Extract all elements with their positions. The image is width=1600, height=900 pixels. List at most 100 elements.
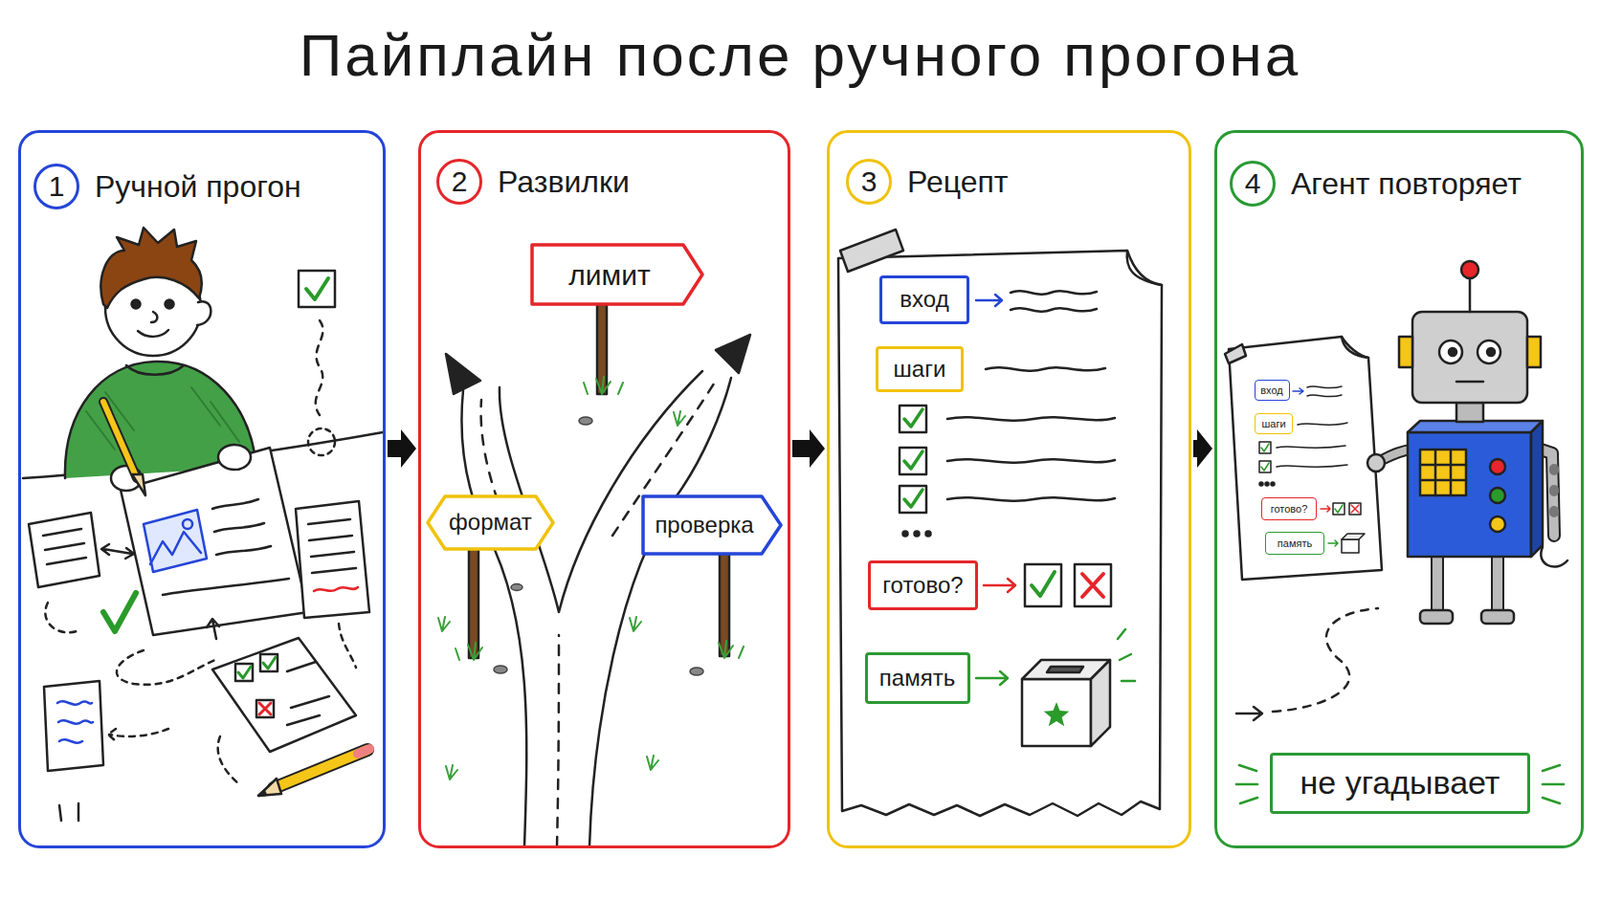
recipe-sheet [838, 229, 1162, 817]
manual-run-scene-part [137, 330, 169, 337]
agent-scene-part [1228, 336, 1382, 580]
manual-run-scene-part [338, 623, 356, 668]
recipe-sheet-part [1046, 666, 1084, 673]
recipe-sheet-part [899, 447, 927, 475]
manual-run-scene-part [197, 301, 211, 326]
agent-scene-part-part [1341, 533, 1365, 540]
agent-scene-part-part [1261, 444, 1269, 452]
recipe-sheet-part [1074, 564, 1112, 607]
manual-run-scene-part [258, 791, 267, 797]
agent-scene-part [1259, 386, 1365, 554]
manual-run-scene-part [218, 444, 251, 470]
recipe-sheet-part [926, 532, 932, 537]
recipe-sheet-part [1044, 702, 1070, 727]
fork-road-scene-part [718, 641, 744, 659]
flow-arrow [387, 429, 417, 468]
step-panel: Рецепт3входшагиготово?память [826, 130, 1192, 849]
label-text: память [879, 666, 956, 691]
recipe-sheet-part [976, 294, 1002, 307]
fork-road-scene-part [461, 390, 527, 847]
agent-scene-part-part [1259, 461, 1271, 473]
manual-run-scene-part [287, 662, 330, 726]
manual-run-scene-part [151, 311, 157, 323]
agent-scene-part [1489, 459, 1506, 475]
agent-scene-part-part [1307, 386, 1342, 398]
signpost: лимит [530, 243, 705, 307]
label-text: лимит [568, 259, 650, 291]
manual-run-scene-part [132, 474, 146, 496]
fork-road-scene-part [719, 553, 730, 657]
manual-run-scene-part [218, 736, 240, 785]
agent-scene-part-part [1259, 442, 1271, 454]
step-heading: Ручной прогон [94, 167, 302, 206]
manual-run-scene-part [298, 270, 335, 308]
agent-scene-part [1266, 483, 1269, 487]
fork-road-scene-part [445, 354, 481, 395]
manual-run-scene-part [126, 365, 184, 376]
label-text: проверка [654, 512, 754, 538]
diagram-title: Пайплайн после ручного прогона [0, 15, 1600, 96]
agent-scene-part-part [1297, 422, 1348, 425]
step-number: 1 [33, 163, 80, 210]
manual-run-scene-part [238, 666, 251, 679]
step-number-text: 2 [451, 167, 468, 197]
manual-run-scene-part [100, 227, 201, 309]
mini-recipe-tag: память [1265, 532, 1325, 556]
signpost: формат [425, 494, 556, 552]
mini-recipe-tag: готово? [1261, 497, 1317, 521]
agent-scene-part [1477, 340, 1501, 364]
agent-scene-part [1420, 449, 1467, 496]
manual-run-scene-part [258, 778, 282, 797]
fork-road-scene-part [493, 666, 508, 674]
fork-road-scene-part [511, 584, 523, 592]
agent-scene-part [1468, 278, 1472, 312]
agent-scene-part [1540, 547, 1568, 568]
manual-run-scene-part [259, 703, 271, 715]
manual-run-scene-part [263, 657, 276, 669]
agent-scene-part [1272, 608, 1378, 712]
recipe-sheet-part [1117, 629, 1135, 682]
manual-run-scene-part [206, 619, 220, 640]
manual-run-scene-part [235, 664, 253, 682]
agent-scene-part [1412, 311, 1528, 403]
manual-run-scene-part [43, 529, 87, 565]
manual-run-scene-part [103, 593, 136, 632]
agent-scene-part [1437, 555, 1498, 613]
manual-run-scene-part [44, 602, 77, 633]
agent-scene-part [1420, 610, 1453, 624]
agent-scene-part [1224, 344, 1246, 364]
manual-run-scene-part [103, 401, 137, 479]
manual-run-scene-part [57, 701, 93, 743]
recipe-sheet-part [1010, 290, 1097, 312]
recipe-sheet-part [1127, 250, 1162, 286]
manual-run-scene-part [273, 750, 368, 789]
fork-road-scene-part [689, 667, 704, 676]
label-text: шаги [893, 356, 947, 382]
agent-scene-part [1439, 340, 1463, 364]
manual-run-scene-part [260, 654, 278, 672]
fork-road-scene-part [597, 304, 607, 395]
step-number-text: 4 [1244, 169, 1262, 199]
label-text: память [1277, 537, 1312, 550]
manual-run-scene [22, 227, 383, 822]
agent-scene-part [1481, 610, 1514, 624]
agent-scene-part [1271, 483, 1275, 487]
recipe-sheet-part [1024, 564, 1062, 607]
recipe-sheet-part [985, 367, 1106, 371]
step-panel: Развилки2лимитформатпроверка [418, 130, 791, 849]
recipe-sheet-part [983, 578, 1016, 593]
fork-road-scene-part [583, 377, 623, 395]
agent-scene-part [1456, 402, 1484, 423]
recipe-tag: готово? [867, 560, 978, 611]
manual-run-scene-part [295, 501, 370, 619]
result-box: не угадывает [1269, 753, 1531, 815]
manual-run-scene-part [273, 750, 368, 789]
agent-scene-part [1456, 380, 1484, 384]
label-text: готово? [882, 573, 963, 599]
manual-run-scene-part [143, 510, 207, 573]
recipe-sheet-part [838, 250, 1162, 817]
agent-scene-part-part [1328, 540, 1338, 547]
fork-road-scene-part [589, 377, 732, 847]
recipe-tag: шаги [875, 346, 964, 393]
